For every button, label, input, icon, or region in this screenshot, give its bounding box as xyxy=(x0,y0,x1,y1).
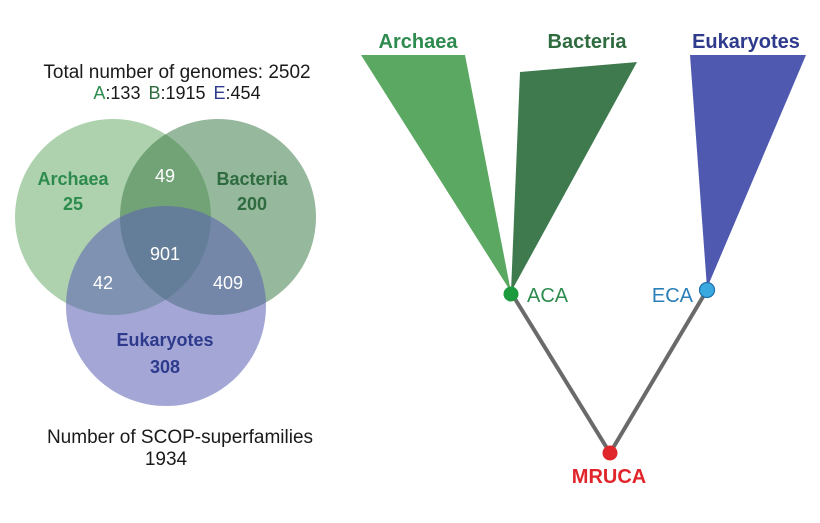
venn-bacteria-label: Bacteria xyxy=(216,169,288,189)
venn-eukaryotes-count: 308 xyxy=(150,357,180,377)
eca-label: ECA xyxy=(652,285,694,307)
branch-eca-mruca xyxy=(608,288,709,455)
genome-b-value: :1915 xyxy=(160,83,205,103)
venn-bacteria-count: 200 xyxy=(237,194,267,214)
bacteria-clade-wedge xyxy=(511,62,637,292)
archaea-clade-wedge xyxy=(361,55,511,292)
aca-node xyxy=(503,286,519,302)
mruca-node xyxy=(602,445,618,461)
mruca-label: MRUCA xyxy=(572,466,646,488)
venn-archaea-count: 25 xyxy=(63,194,83,214)
venn-ae-count: 42 xyxy=(93,273,113,293)
genome-e-value: :454 xyxy=(226,83,261,103)
genome-breakdown: A:133 B:1915 E:454 xyxy=(93,83,260,103)
venn-diagram xyxy=(15,119,316,406)
genome-a-value: :133 xyxy=(105,83,140,103)
venn-archaea-label: Archaea xyxy=(37,169,109,189)
genome-total-label: Total number of genomes: 2502 xyxy=(43,62,310,83)
aca-label: ACA xyxy=(527,285,569,307)
tree-archaea-label: Archaea xyxy=(379,31,459,53)
venn-eukaryotes-label: Eukaryotes xyxy=(116,330,213,350)
venn-circle-eukaryotes xyxy=(66,206,266,406)
tree-bacteria-label: Bacteria xyxy=(548,31,628,53)
tree-eukaryotes-label: Eukaryotes xyxy=(692,31,800,53)
eukaryotes-clade-wedge xyxy=(690,55,806,288)
branch-aca-mruca xyxy=(510,292,612,455)
venn-abe-count: 901 xyxy=(150,244,180,264)
venn-be-count: 409 xyxy=(213,273,243,293)
tree-diagram xyxy=(361,55,806,461)
scop-count: 1934 xyxy=(145,449,188,470)
genome-b-prefix: B xyxy=(148,83,160,103)
genome-a-prefix: A xyxy=(93,83,105,103)
venn-ab-count: 49 xyxy=(155,166,175,186)
genome-e-prefix: E xyxy=(214,83,226,103)
scop-label: Number of SCOP-superfamilies xyxy=(47,427,313,448)
eca-node xyxy=(698,281,716,299)
